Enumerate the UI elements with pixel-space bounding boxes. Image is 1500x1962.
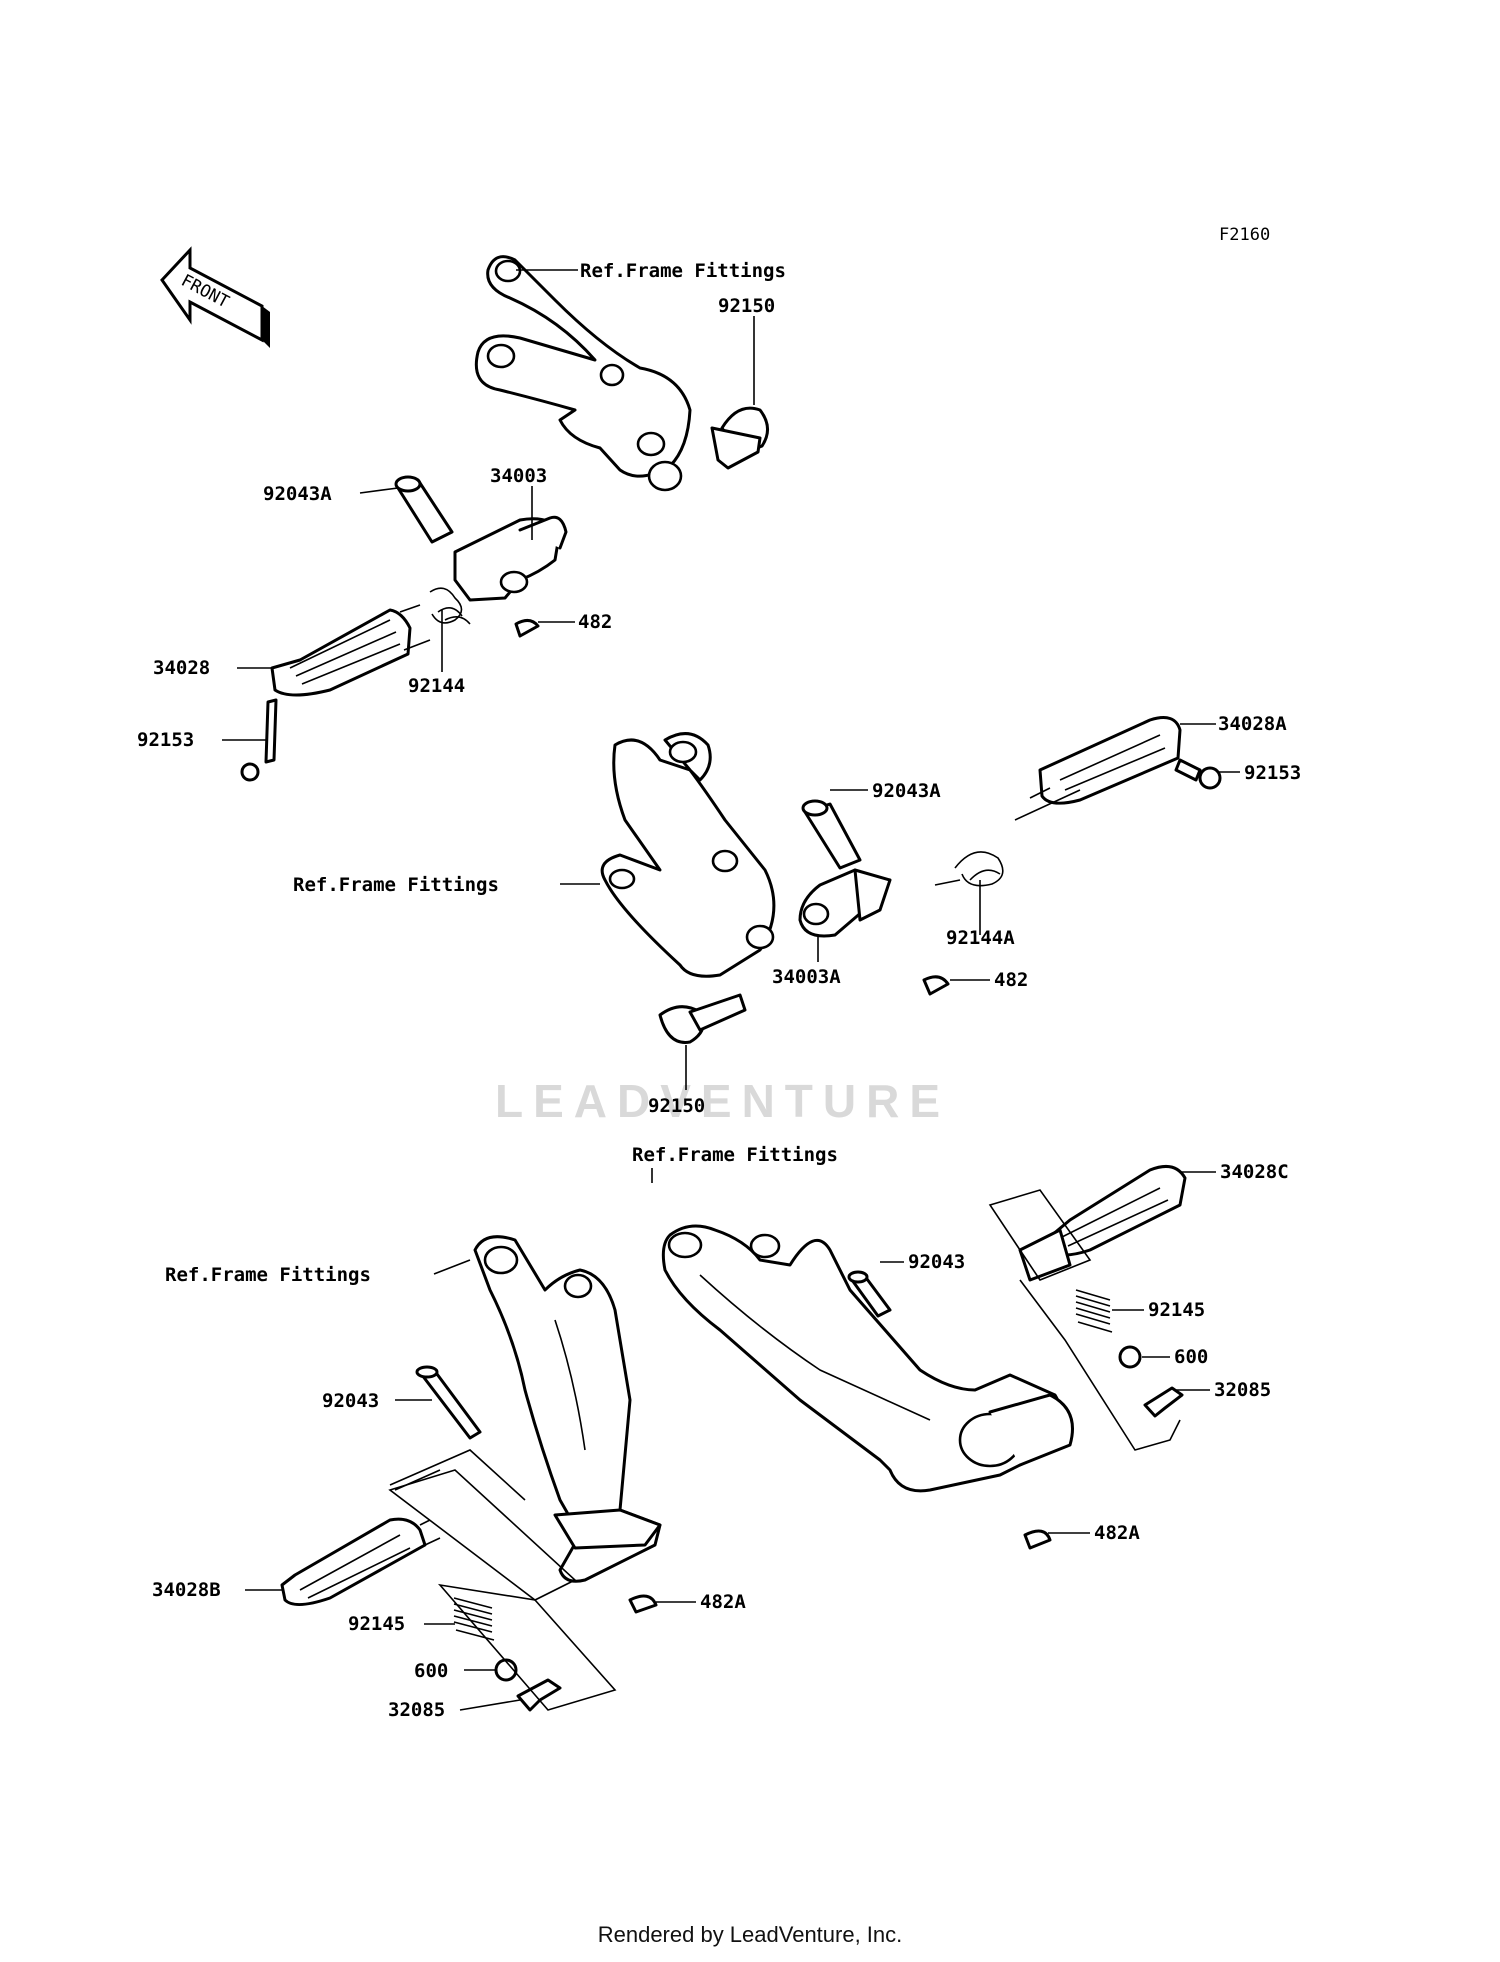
lower-right-bracket bbox=[661, 1224, 1074, 1493]
lower-left-pin-92043 bbox=[415, 1365, 482, 1440]
label-34028B: 34028B bbox=[152, 1579, 221, 1601]
label-34028C: 34028C bbox=[1220, 1161, 1289, 1183]
lower-right-spring-92145 bbox=[1075, 1289, 1113, 1333]
label-34028A: 34028A bbox=[1218, 713, 1287, 735]
figure-code: F2160 bbox=[1219, 225, 1270, 245]
upper-footpeg-34028 bbox=[270, 604, 431, 697]
label-ref-frame-fittings-1: Ref.Frame Fittings bbox=[580, 260, 786, 282]
lower-right-frame bbox=[988, 1189, 1181, 1451]
label-600-right: 600 bbox=[1174, 1346, 1208, 1368]
middle-clip-482 bbox=[922, 975, 950, 996]
lower-left-frame bbox=[388, 1449, 617, 1711]
lower-right-clip-482A bbox=[1023, 1529, 1052, 1550]
label-32085-right: 32085 bbox=[1214, 1379, 1271, 1401]
middle-pin-92043A bbox=[801, 799, 862, 870]
upper-screw-92153 bbox=[240, 698, 278, 782]
front-arrow-icon: FRONT bbox=[160, 246, 270, 348]
middle-peg-holder-34003A bbox=[798, 868, 892, 938]
label-34028: 34028 bbox=[153, 657, 210, 679]
lower-right-pin-92043 bbox=[847, 1270, 892, 1318]
label-92150-upper: 92150 bbox=[718, 295, 775, 317]
upper-bolt-92150 bbox=[710, 406, 769, 470]
middle-bolt-92150 bbox=[658, 993, 747, 1044]
upper-pin-92043A bbox=[394, 475, 454, 544]
middle-spring-92144A bbox=[934, 851, 1004, 887]
upper-peg-holder-34003 bbox=[453, 515, 568, 602]
middle-bracket bbox=[600, 732, 776, 978]
middle-footpeg-34028A bbox=[1014, 716, 1182, 821]
leader-lines bbox=[222, 269, 1240, 1711]
footer-credit: Rendered by LeadVenture, Inc. bbox=[597, 1922, 903, 1947]
label-92153-middle: 92153 bbox=[1244, 762, 1301, 784]
label-92043-left: 92043 bbox=[322, 1390, 379, 1412]
label-92043A-middle: 92043A bbox=[872, 780, 941, 802]
label-482-upper: 482 bbox=[578, 611, 612, 633]
label-482A-left: 482A bbox=[700, 1591, 746, 1613]
middle-screw-92153 bbox=[1174, 758, 1222, 790]
label-ref-frame-fittings-2: Ref.Frame Fittings bbox=[293, 874, 499, 896]
lower-left-footpeg-34028B bbox=[280, 1517, 441, 1606]
label-92150-middle: 92150 bbox=[648, 1095, 705, 1117]
lower-left-spring-92145 bbox=[453, 1597, 495, 1641]
label-92144A: 92144A bbox=[946, 927, 1015, 949]
label-482A-right: 482A bbox=[1094, 1522, 1140, 1544]
label-34003: 34003 bbox=[490, 465, 547, 487]
upper-bracket-front bbox=[474, 255, 692, 492]
label-ref-frame-fittings-3: Ref.Frame Fittings bbox=[632, 1144, 838, 1166]
label-32085-left: 32085 bbox=[388, 1699, 445, 1721]
label-92043A-upper: 92043A bbox=[263, 483, 332, 505]
lower-right-footpeg-34028C bbox=[1018, 1164, 1187, 1282]
label-92144: 92144 bbox=[408, 675, 465, 697]
lower-left-plate-32085 bbox=[516, 1678, 562, 1712]
label-92043-right: 92043 bbox=[908, 1251, 965, 1273]
label-92145-right: 92145 bbox=[1148, 1299, 1205, 1321]
label-ref-frame-fittings-4: Ref.Frame Fittings bbox=[165, 1264, 371, 1286]
label-600-left: 600 bbox=[414, 1660, 448, 1682]
label-92145-left: 92145 bbox=[348, 1613, 405, 1635]
lower-right-plate-32085 bbox=[1143, 1386, 1184, 1418]
lower-left-bracket bbox=[473, 1235, 662, 1583]
label-482-middle: 482 bbox=[994, 969, 1028, 991]
lower-left-clip-482A bbox=[628, 1594, 658, 1614]
watermark-text: LEADVENTURE bbox=[495, 1075, 950, 1127]
lower-right-ball-600 bbox=[1118, 1345, 1142, 1369]
upper-clip-482 bbox=[514, 619, 540, 638]
label-34003A: 34003A bbox=[772, 966, 841, 988]
label-92153-upper: 92153 bbox=[137, 729, 194, 751]
